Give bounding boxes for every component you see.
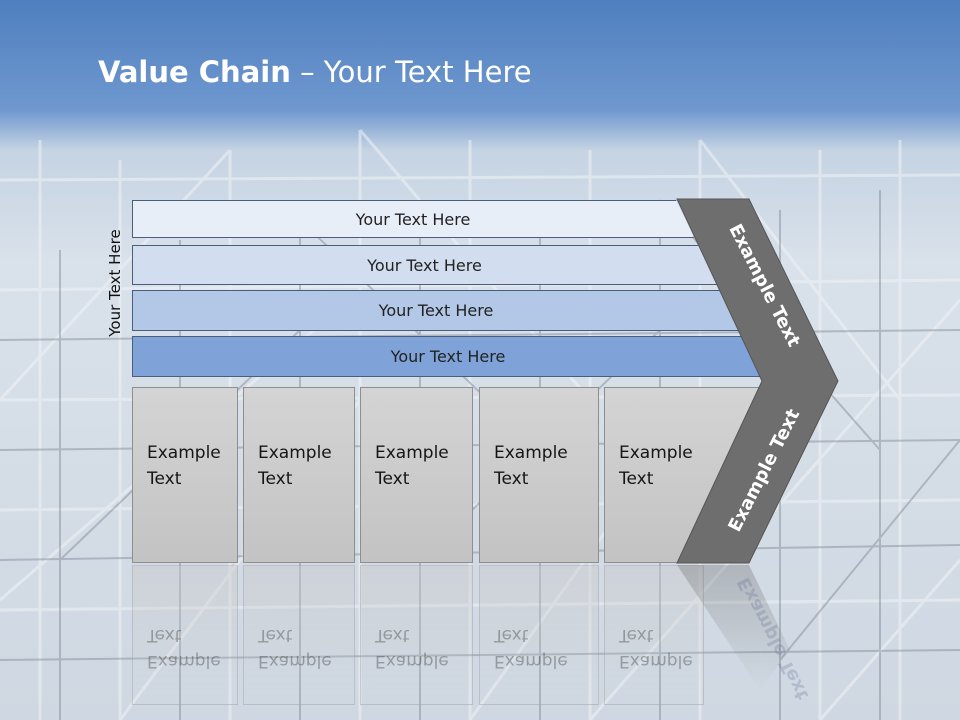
- reflection-1-line1: Example: [147, 651, 221, 671]
- value-bar-1: Your Text Here: [132, 200, 694, 238]
- slide-title: Value Chain – Your Text Here: [98, 55, 532, 89]
- reflection-3-line2: Text: [375, 625, 410, 645]
- reflection-4-line2: Text: [494, 625, 529, 645]
- title-bold: Value Chain: [98, 55, 291, 89]
- activity-box-4-line2: Text: [494, 469, 529, 489]
- box-reflection-3: Example Text: [360, 565, 473, 705]
- activity-box-2-line2: Text: [258, 469, 293, 489]
- reflection-1-line2: Text: [147, 625, 182, 645]
- activity-box-4-line1: Example: [494, 443, 568, 463]
- reflection-4-line1: Example: [494, 651, 568, 671]
- reflection-5-line1: Example: [619, 651, 693, 671]
- activity-box-2-line1: Example: [258, 443, 332, 463]
- activity-box-1-line1: Example: [147, 443, 221, 463]
- activity-box-5-line2: Text: [619, 469, 654, 489]
- activity-box-1-line2: Text: [147, 469, 182, 489]
- reflection-2-line2: Text: [258, 625, 293, 645]
- reflection-5-line2: Text: [619, 625, 654, 645]
- activity-box-3-line1: Example: [375, 443, 449, 463]
- value-bar-3: Your Text Here: [132, 290, 740, 331]
- value-bar-4: Your Text Here: [132, 336, 764, 377]
- box-reflection-4: Example Text: [479, 565, 599, 705]
- value-bar-2: Your Text Here: [132, 245, 717, 285]
- activity-box-3-line2: Text: [375, 469, 410, 489]
- box-reflection-1: Example Text: [132, 565, 238, 705]
- reflection-2-line1: Example: [258, 651, 332, 671]
- reflection-3-line1: Example: [375, 651, 449, 671]
- activity-box-5-line1: Example: [619, 443, 693, 463]
- box-reflection-2: Example Text: [243, 565, 355, 705]
- side-label: Your Text Here: [106, 229, 124, 337]
- title-rest: – Your Text Here: [290, 55, 532, 89]
- box-reflection-5: Example Text: [604, 565, 704, 705]
